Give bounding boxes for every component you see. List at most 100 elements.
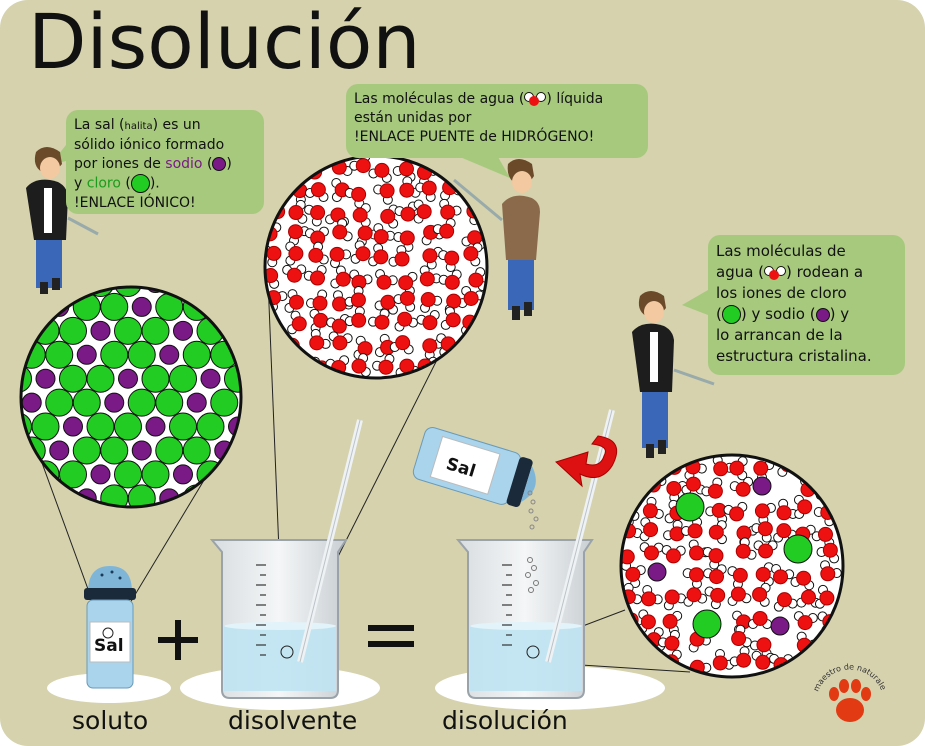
text: sodio [165, 156, 203, 172]
oxygen-atom [735, 481, 751, 497]
oxygen-atom [309, 335, 325, 351]
oxygen-atom [712, 655, 728, 671]
sodium-ion [173, 464, 193, 485]
text: !ENLACE PUENTE de HIDRÓGENO! [354, 129, 595, 145]
oxygen-atom [332, 224, 348, 240]
oxygen-atom [445, 312, 461, 328]
oxygen-atom [776, 505, 792, 521]
oxygen-atom [467, 230, 483, 246]
oxygen-atom [350, 292, 366, 308]
oxygen-atom [621, 549, 635, 565]
oxygen-atom [332, 335, 348, 351]
chloride-ion [59, 460, 87, 489]
oxygen-atom [797, 615, 813, 631]
oxygen-atom [707, 483, 723, 499]
oxygen-atom [664, 635, 680, 651]
text: lo arrancan de la [716, 326, 843, 344]
chloride-ion [114, 460, 142, 489]
oxygen-atom [820, 566, 836, 582]
oxygen-atom [291, 316, 307, 332]
oxygen-atom [355, 158, 371, 174]
oxygen-atom [822, 542, 838, 558]
text: cloro [86, 175, 121, 192]
text: ) rodean a [786, 263, 864, 281]
salt-shaker [84, 566, 136, 689]
oxygen-atom [729, 506, 745, 522]
oxygen-atom [686, 587, 702, 603]
oxygen-atom [757, 521, 773, 537]
oxygen-atom [730, 586, 746, 602]
oxygen-atom [288, 224, 304, 240]
oxygen-atom [313, 312, 329, 328]
oxygen-atom [817, 526, 833, 542]
oxygen-atom [796, 570, 812, 586]
chloride-ion [31, 412, 60, 441]
oxygen-atom [753, 460, 769, 476]
equals-sign [368, 625, 414, 647]
oxygen-atom [819, 590, 835, 606]
chloride-ion [182, 340, 211, 369]
oxygen-atom [776, 592, 792, 608]
text: Las moléculas de agua ( [354, 91, 525, 107]
chloride-ion [114, 316, 142, 345]
oxygen-atom [332, 296, 348, 312]
text: ( [202, 156, 213, 172]
text: y [74, 175, 87, 192]
oxygen-atom [357, 225, 373, 241]
pouring-salt-shaker [412, 427, 536, 508]
oxygen-atom [444, 250, 460, 266]
text: agua ( [716, 263, 765, 281]
chloride-ion [155, 388, 184, 417]
sodium-ion [90, 320, 111, 341]
text: ). [149, 175, 160, 192]
beaker-solvent [209, 419, 363, 699]
oxygen-atom [266, 245, 282, 261]
chloride-ion [127, 388, 156, 417]
scientist-figure-middle [453, 159, 540, 320]
bubble-dissolve-explanation: Las moléculas de agua () rodean a los io… [708, 235, 905, 375]
chloride-ion [692, 609, 722, 639]
oxygen-atom [373, 249, 389, 265]
text: ( [716, 305, 722, 323]
chloride-ion [169, 364, 197, 393]
oxygen-atom [713, 461, 729, 477]
chloride-ion [141, 316, 170, 345]
text: ( [120, 175, 131, 192]
oxygen-atom [355, 246, 371, 262]
sodium-ion-icon [815, 307, 830, 322]
chloride-ion [141, 460, 170, 489]
sodium-ion [21, 392, 42, 413]
oxygen-atom [379, 183, 395, 199]
oxygen-atom [708, 548, 724, 564]
oxygen-atom [735, 543, 751, 559]
oxygen-atom [625, 566, 641, 582]
chloride-ion [114, 287, 142, 297]
oxygen-atom [755, 566, 771, 582]
chloride-ion [675, 492, 705, 522]
oxygen-atom [440, 204, 456, 220]
oxygen-atom [310, 270, 326, 286]
sodium-ion [770, 616, 790, 636]
oxygen-atom [288, 246, 304, 262]
bubble-water-tail [460, 157, 510, 178]
oxygen-atom [731, 631, 747, 647]
chloride-ion [45, 388, 74, 417]
oxygen-atom [416, 204, 432, 220]
oxygen-atom [468, 272, 484, 288]
sodium-ion [131, 296, 152, 317]
oxygen-atom [335, 271, 351, 287]
chloride-ion [210, 388, 239, 417]
oxygen-atom [397, 311, 413, 327]
shaker-label: Sal [94, 636, 124, 656]
chloride-ion [59, 364, 87, 393]
chloride-ion-icon [721, 305, 741, 324]
plus-sign [158, 620, 198, 660]
oxygen-atom [420, 292, 436, 308]
oxygen-atom [419, 271, 435, 287]
oxygen-atom [398, 275, 414, 291]
oxygen-atom [685, 476, 701, 492]
oxygen-atom [754, 503, 770, 519]
chloride-ion [783, 534, 813, 564]
sodium-ion [76, 344, 97, 365]
oxygen-atom [265, 268, 279, 284]
